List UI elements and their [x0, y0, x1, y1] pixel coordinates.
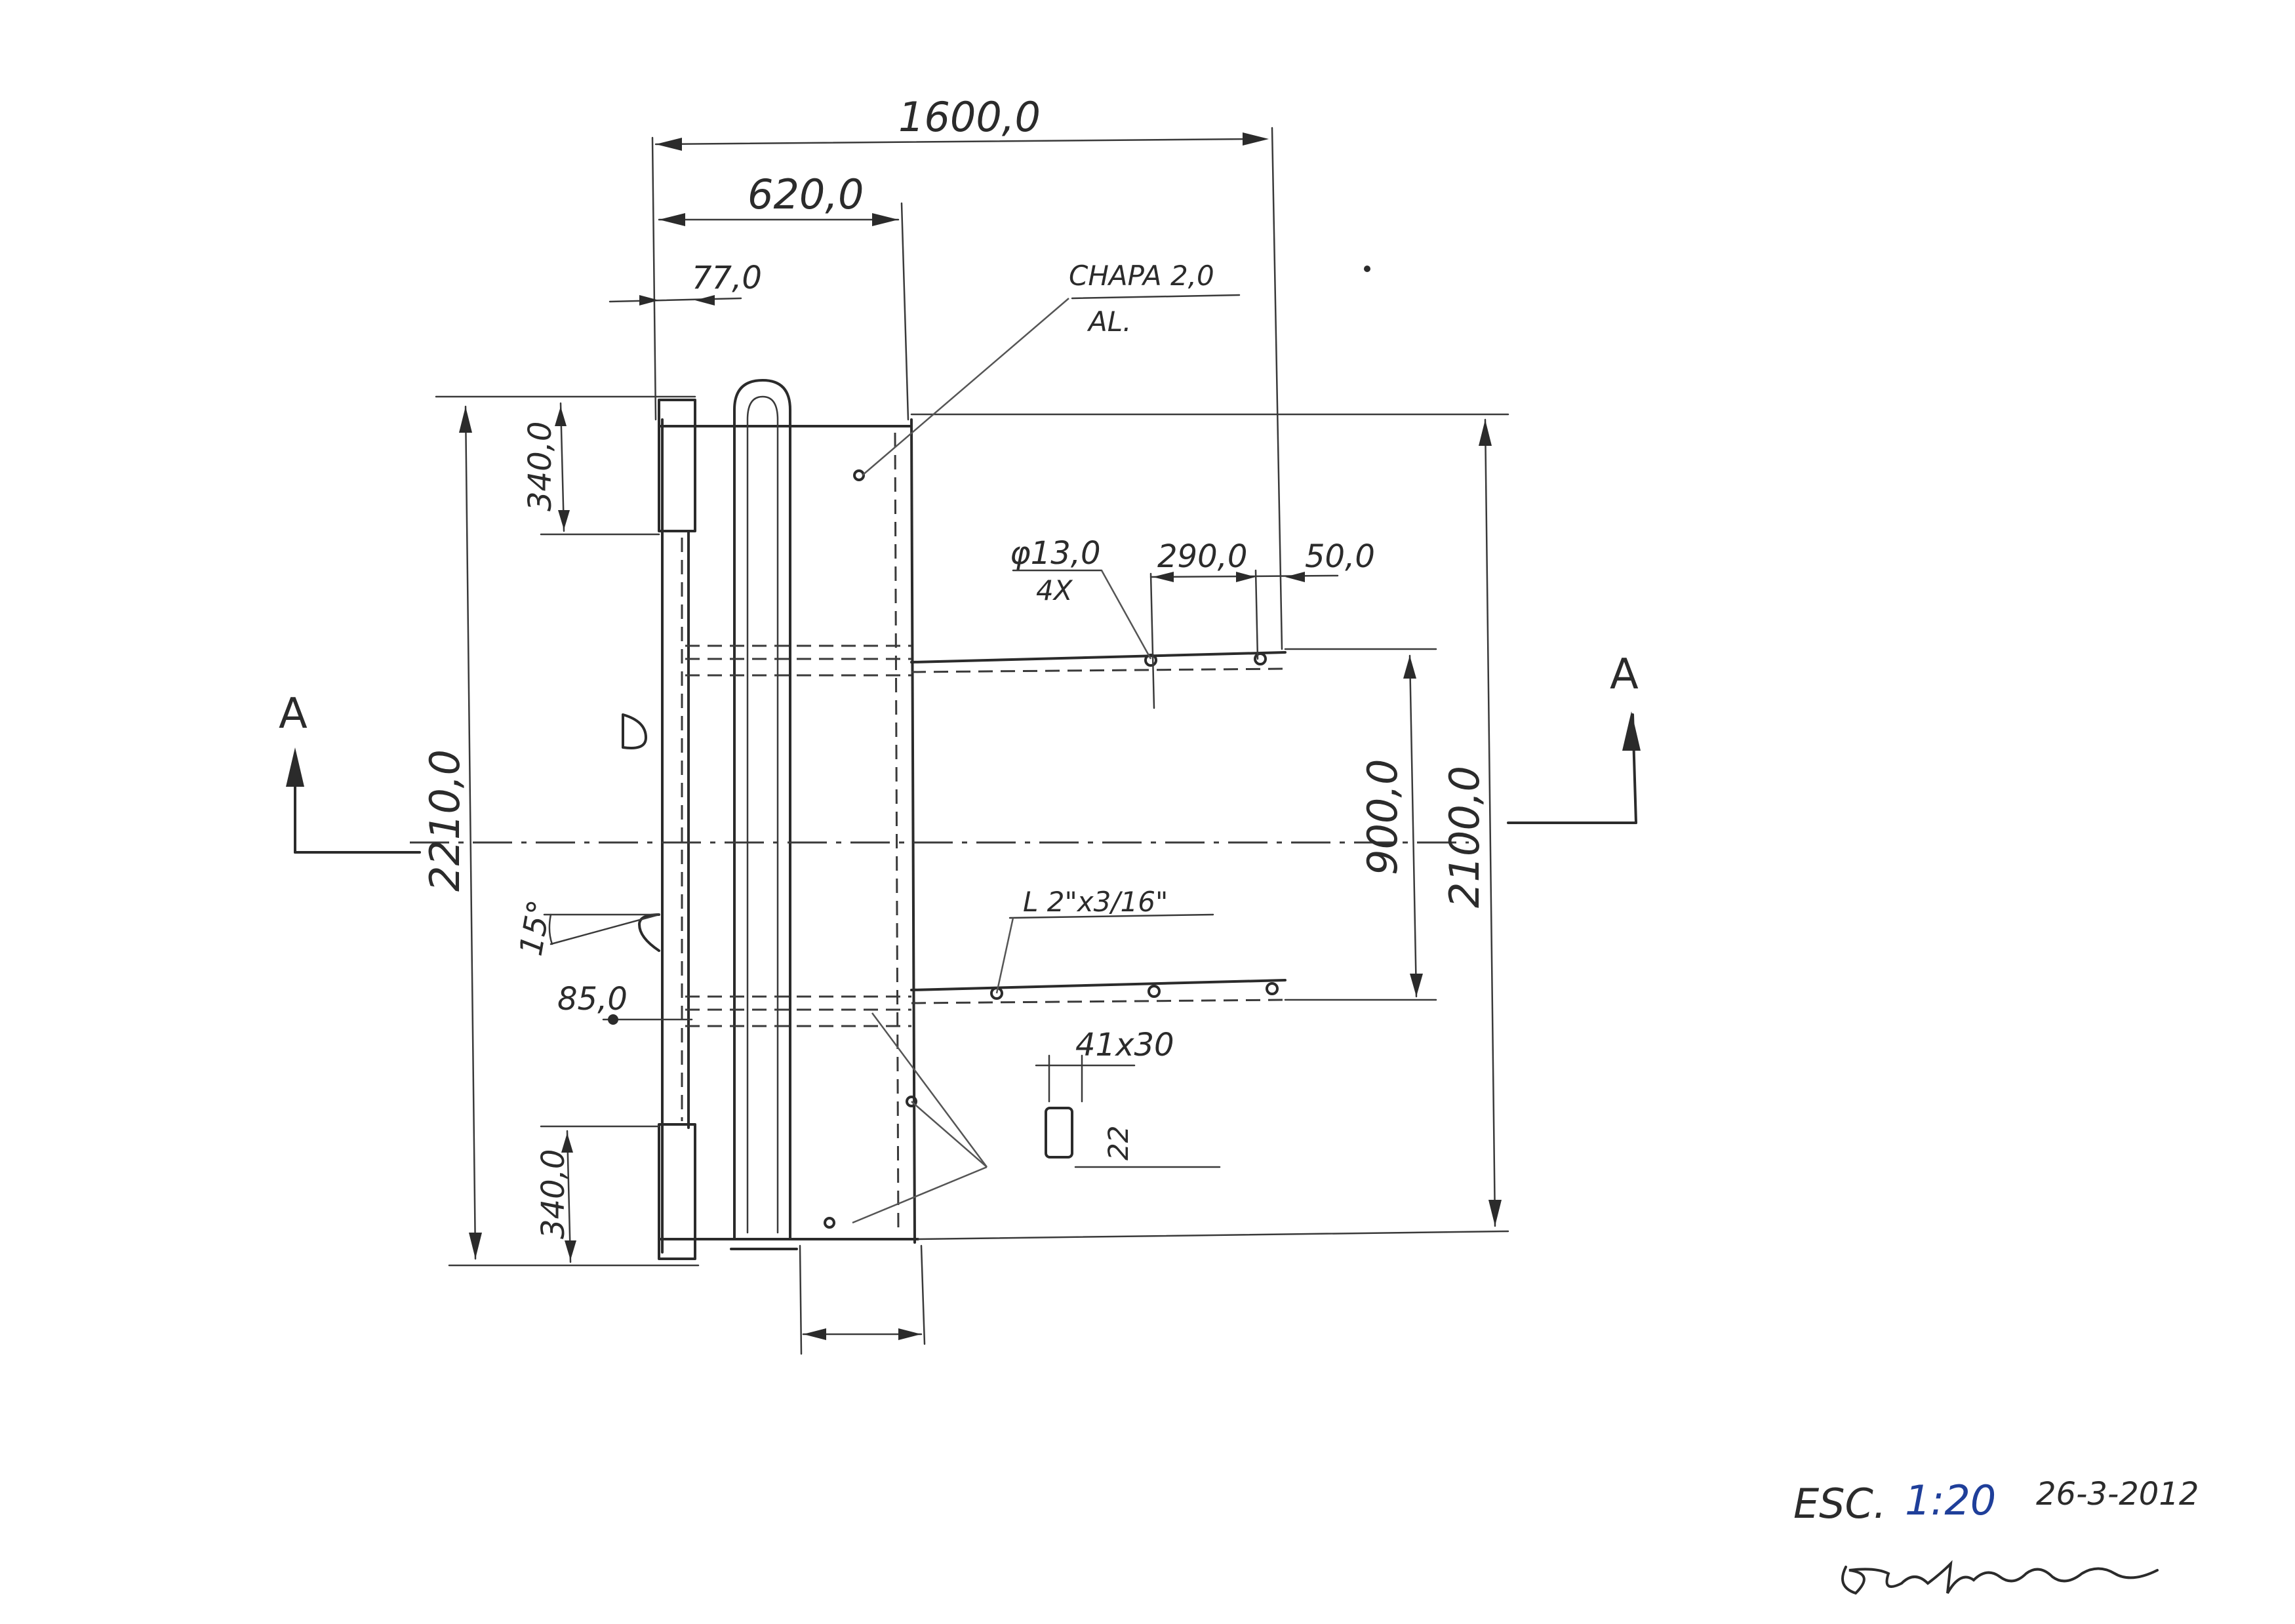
bolt-hole — [1254, 652, 1267, 665]
angle-profile-text: L 2"x3/16" — [1023, 886, 1168, 918]
dim-top-tab-text: 340,0 — [522, 422, 559, 511]
drawing-date: 26-3-2012 — [2036, 1476, 2199, 1513]
sheet-note-line1: CHAPA 2,0 — [1069, 260, 1214, 292]
dim-overall-width-text: 1600,0 — [898, 93, 1041, 141]
dim-bottom-tab: 340,0 — [535, 1125, 660, 1263]
bolt-hole — [990, 987, 1003, 1000]
bolt-hole — [1148, 985, 1161, 998]
rivet — [906, 1096, 917, 1107]
hole-count-text: 4X — [1036, 574, 1073, 606]
dim-angle-text: 15° — [513, 898, 559, 959]
slot-size-text: 41x30 — [1075, 1027, 1174, 1063]
title-block: ESC. 1:20 26-3-2012 — [1793, 1476, 2199, 1595]
dim-angle-spacing-text: 900,0 — [1359, 759, 1407, 876]
dim-overall-height-left: 2210,0 — [421, 395, 700, 1267]
dim-handle-offset-text: 85,0 — [557, 981, 628, 1018]
section-marker-left: A — [279, 690, 421, 854]
dim-edge-offset-text: 50,0 — [1305, 538, 1375, 575]
hinge-upper — [622, 713, 647, 749]
rivet — [853, 469, 865, 481]
dim-overall-height-right: 2100,0 — [910, 413, 1509, 1240]
sheet-note-line2: AL. — [1087, 306, 1131, 338]
section-marker-right: A — [1507, 650, 1641, 824]
signature — [1841, 1560, 2159, 1595]
dim-overall-height-right-text: 2100,0 — [1441, 766, 1488, 908]
hinge-lower — [638, 913, 660, 952]
rivet — [824, 1217, 835, 1229]
section-label-right: A — [1610, 650, 1639, 699]
stray-mark — [1364, 266, 1370, 272]
dim-overall-height-left-text: 2210,0 — [421, 749, 469, 892]
upper-angle-member — [685, 644, 1287, 677]
dim-offset-text: 77,0 — [692, 260, 762, 296]
note-sheet: CHAPA 2,0 AL. — [862, 260, 1241, 476]
dim-top-tab: 340,0 — [522, 402, 660, 536]
frame-outline — [658, 379, 919, 1260]
bolt-hole — [1266, 982, 1279, 995]
note-angle-profile: L 2"x3/16" — [995, 886, 1214, 994]
scale-value: 1:20 — [1905, 1476, 1996, 1524]
dim-overall-width: 1600,0 — [651, 93, 1283, 650]
dim-angle-spacing: 900,0 — [1284, 648, 1437, 1001]
scale-prefix: ESC. — [1793, 1480, 1886, 1528]
dim-hole-spacing: 290,0 50,0 — [1149, 538, 1375, 709]
note-hole: φ13,0 4X — [1010, 535, 1152, 660]
slot-detail: 41x30 22 — [852, 1012, 1221, 1224]
dim-handle-width — [799, 1244, 926, 1355]
slot-depth-text: 22 — [1102, 1126, 1134, 1160]
dim-bottom-tab-text: 340,0 — [535, 1149, 572, 1239]
dim-angle: 15° — [513, 898, 660, 959]
section-label-left: A — [279, 690, 308, 738]
dim-handle-offset: 85,0 — [557, 981, 693, 1025]
hole-diameter-text: φ13,0 — [1010, 535, 1101, 572]
dim-offset: 77,0 — [609, 260, 762, 306]
bolt-hole — [1144, 654, 1157, 667]
slot-shape — [1045, 1107, 1073, 1159]
dim-hole-spacing-text: 290,0 — [1157, 538, 1247, 575]
lower-angle-member — [685, 979, 1287, 1027]
dim-partial-width-text: 620,0 — [748, 170, 864, 218]
dim-partial-width: 620,0 — [658, 170, 909, 421]
